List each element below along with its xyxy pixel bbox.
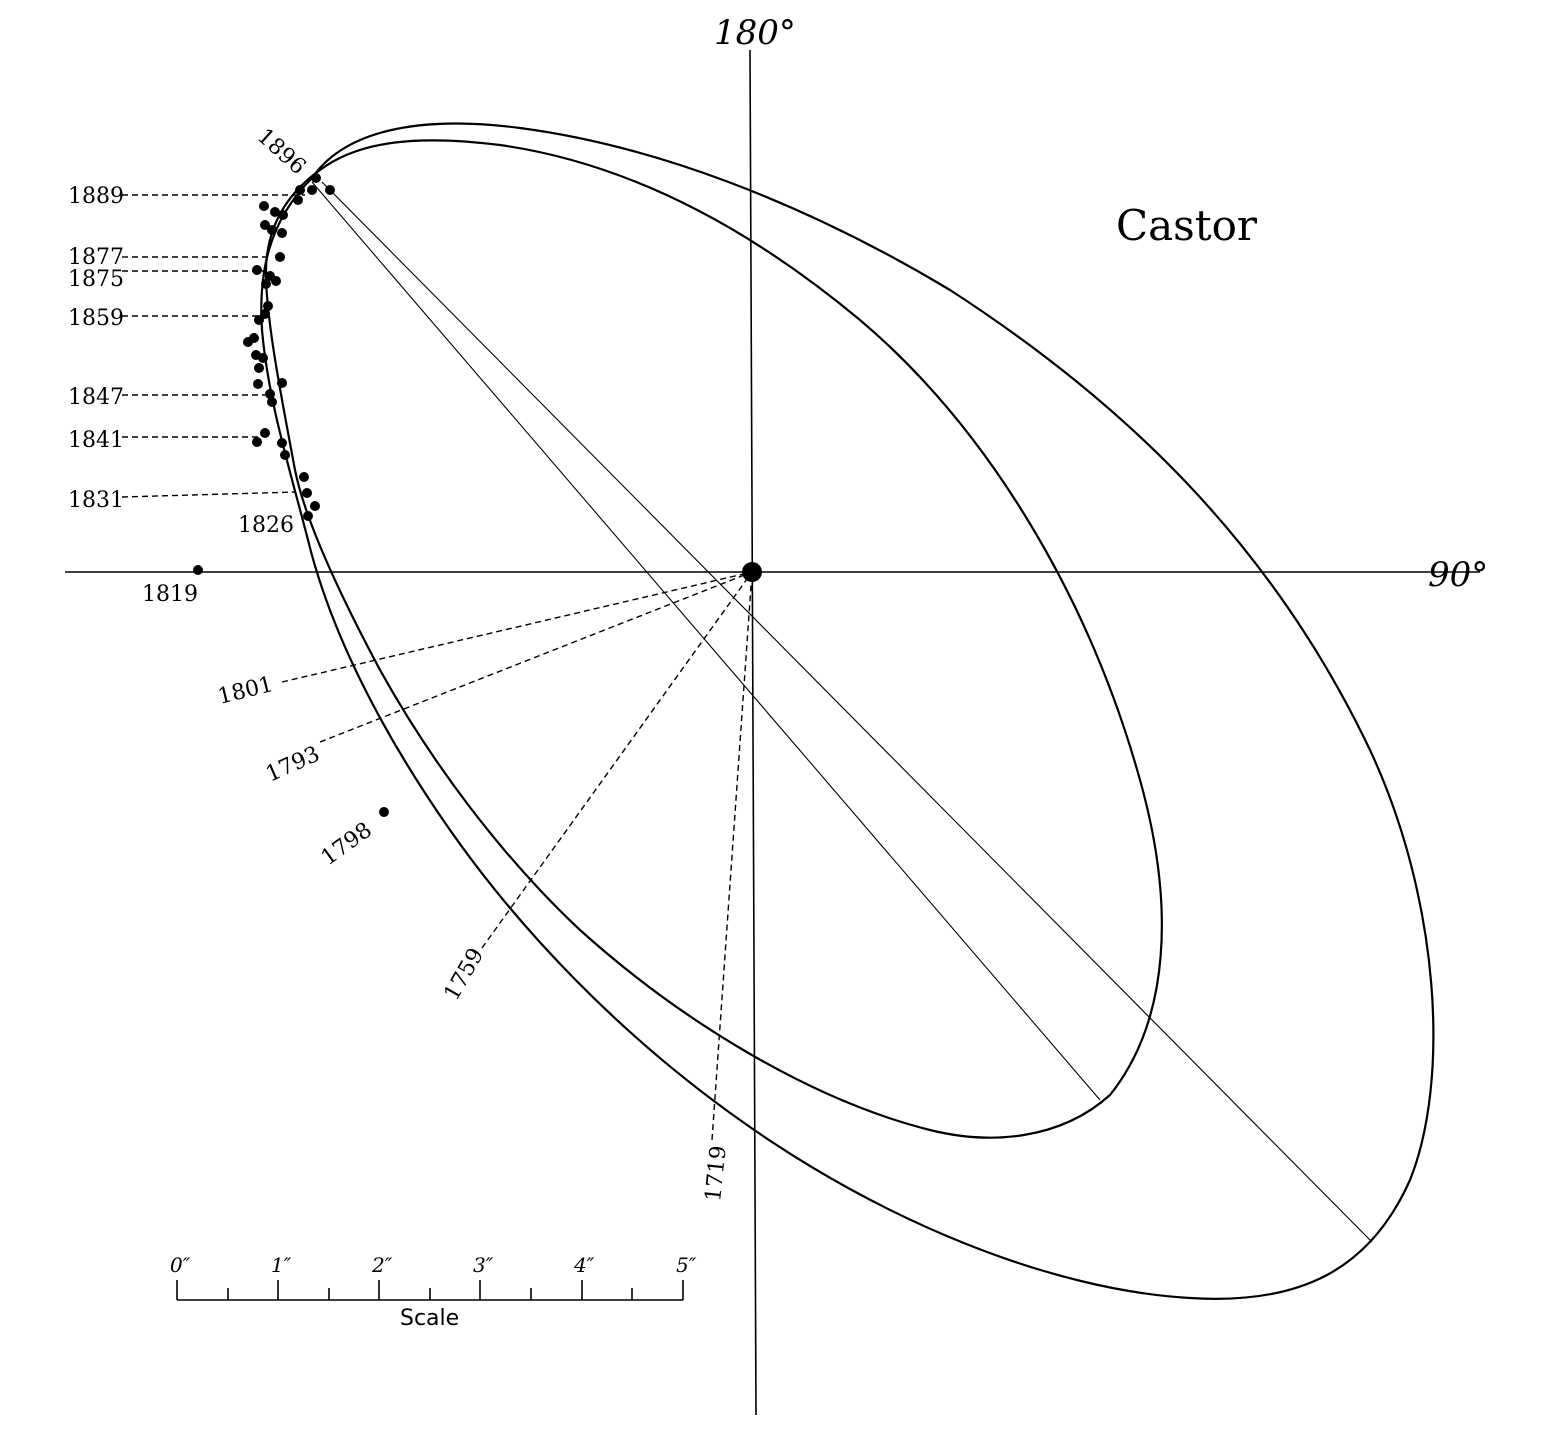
year-label-1831: 1831 (68, 488, 124, 513)
scale-tick-label: 1″ (271, 1253, 292, 1277)
leader-1793 (319, 571, 753, 743)
year-label-1826: 1826 (238, 513, 294, 538)
observation-dot (261, 279, 271, 289)
observation-dot (310, 501, 320, 511)
observation-dot (278, 210, 288, 220)
scale-tick-label: 4″ (573, 1253, 595, 1277)
diagram-title: Castor (1116, 201, 1258, 250)
observation-dot (253, 379, 263, 389)
observation-dot (325, 185, 335, 195)
observation-dot (258, 353, 268, 363)
observation-dot (265, 389, 275, 399)
observation-dot (271, 276, 281, 286)
leader-1719 (711, 571, 753, 1141)
observation-dot (293, 195, 303, 205)
leader-1831 (121, 491, 297, 498)
axis-label-90: 90° (1428, 555, 1488, 595)
year-label-1841: 1841 (68, 428, 124, 453)
observation-dot (302, 488, 312, 498)
year-label-1875: 1875 (68, 267, 124, 292)
year-label-1847: 1847 (68, 385, 124, 410)
observation-dot (303, 511, 313, 521)
year-label-1801: 1801 (215, 672, 275, 710)
observation-dot (379, 807, 389, 817)
year-label-1889: 1889 (68, 184, 124, 209)
scale-tick-label: 3″ (473, 1253, 494, 1277)
observation-dot (252, 437, 262, 447)
observation-dot (260, 428, 270, 438)
observation-dot (254, 363, 264, 373)
observation-dot (299, 472, 309, 482)
observation-dot (270, 207, 280, 217)
observation-dot (267, 225, 277, 235)
vertical-axis (749, 49, 757, 1416)
year-label-1798: 1798 (317, 818, 377, 871)
observation-dot (260, 220, 270, 230)
scale-tick-label: 5″ (676, 1253, 697, 1277)
observation-dot (307, 185, 317, 195)
apsidal-line-outer (321, 181, 1373, 1243)
scale-bar: 0″ 1″ 2″ 3″ 4″ 5″ Scale (170, 1253, 697, 1331)
observation-dot (280, 450, 290, 460)
leader-1759 (481, 571, 753, 949)
observation-dot (267, 397, 277, 407)
observation-dot (277, 438, 287, 448)
observation-dot (254, 315, 264, 325)
observation-dot (275, 252, 285, 262)
observation-dot (263, 301, 273, 311)
year-label-1859: 1859 (68, 306, 124, 331)
scale-caption: Scale (400, 1306, 459, 1331)
observation-dot (259, 201, 269, 211)
observation-dot (193, 565, 203, 575)
orbit-inner (264, 139, 1163, 1139)
observation-dot (252, 265, 262, 275)
observation-dot (277, 378, 287, 388)
observation-dot (243, 337, 253, 347)
leader-1801 (281, 571, 753, 683)
year-label-1719: 1719 (701, 1144, 732, 1202)
year-label-1819: 1819 (142, 582, 198, 607)
scale-tick-label: 2″ (371, 1253, 393, 1277)
orbit-outer (260, 122, 1435, 1300)
observation-dot (311, 173, 321, 183)
year-label-1896: 1896 (252, 124, 310, 180)
observation-dots (193, 173, 389, 817)
scale-tick-label: 0″ (170, 1253, 191, 1277)
apsidal-line-inner (311, 181, 1101, 1101)
year-label-1759: 1759 (440, 944, 490, 1005)
year-label-1877: 1877 (68, 245, 124, 270)
observation-dot (295, 185, 305, 195)
observation-dot (277, 228, 287, 238)
axis-label-180: 180° (714, 13, 796, 53)
year-label-1793: 1793 (262, 742, 323, 788)
